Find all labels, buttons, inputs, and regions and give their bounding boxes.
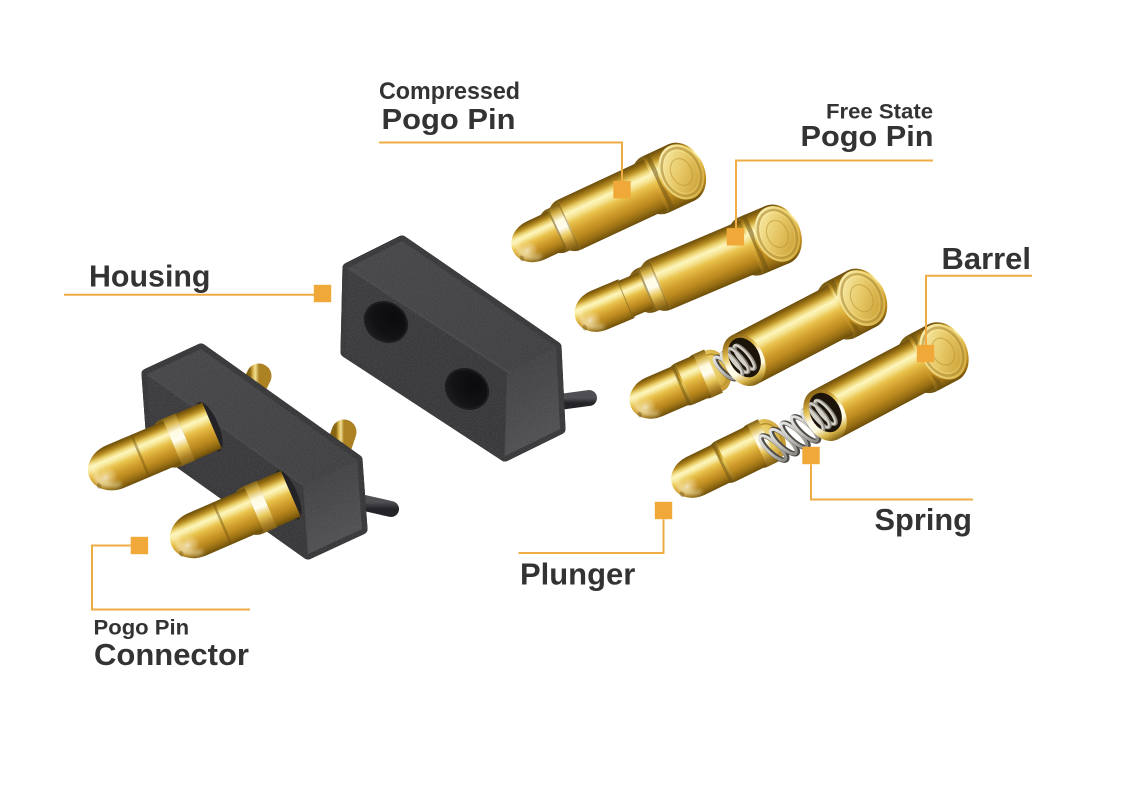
svg-text:Pogo Pin: Pogo Pin <box>94 617 190 640</box>
svg-text:Housing: Housing <box>89 259 211 294</box>
svg-text:Plunger: Plunger <box>520 557 635 591</box>
svg-text:Compressed: Compressed <box>379 78 520 105</box>
svg-text:Connector: Connector <box>94 638 249 672</box>
svg-text:Pogo Pin: Pogo Pin <box>382 104 516 136</box>
svg-text:Spring: Spring <box>875 503 973 537</box>
svg-text:Free State: Free State <box>826 101 933 124</box>
svg-text:Pogo Pin: Pogo Pin <box>801 121 934 153</box>
svg-text:Barrel: Barrel <box>942 241 1032 276</box>
